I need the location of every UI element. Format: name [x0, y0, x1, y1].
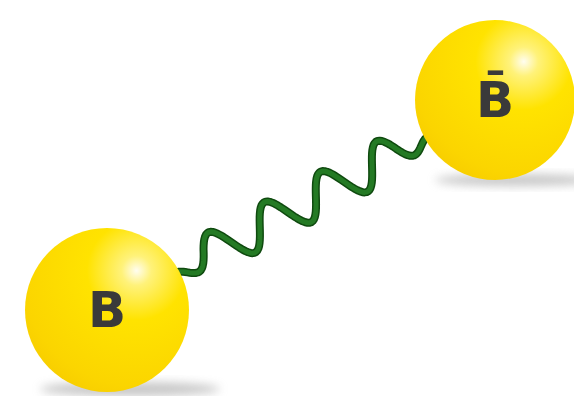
wave-outline: [176, 136, 429, 273]
wave-line: [176, 136, 429, 273]
wavy-connector: [176, 136, 429, 273]
particle-label: B̄: [476, 70, 514, 130]
particle-sphere: B: [25, 228, 189, 392]
particle-label: B: [88, 280, 126, 340]
particle-sphere: B̄: [415, 20, 574, 180]
